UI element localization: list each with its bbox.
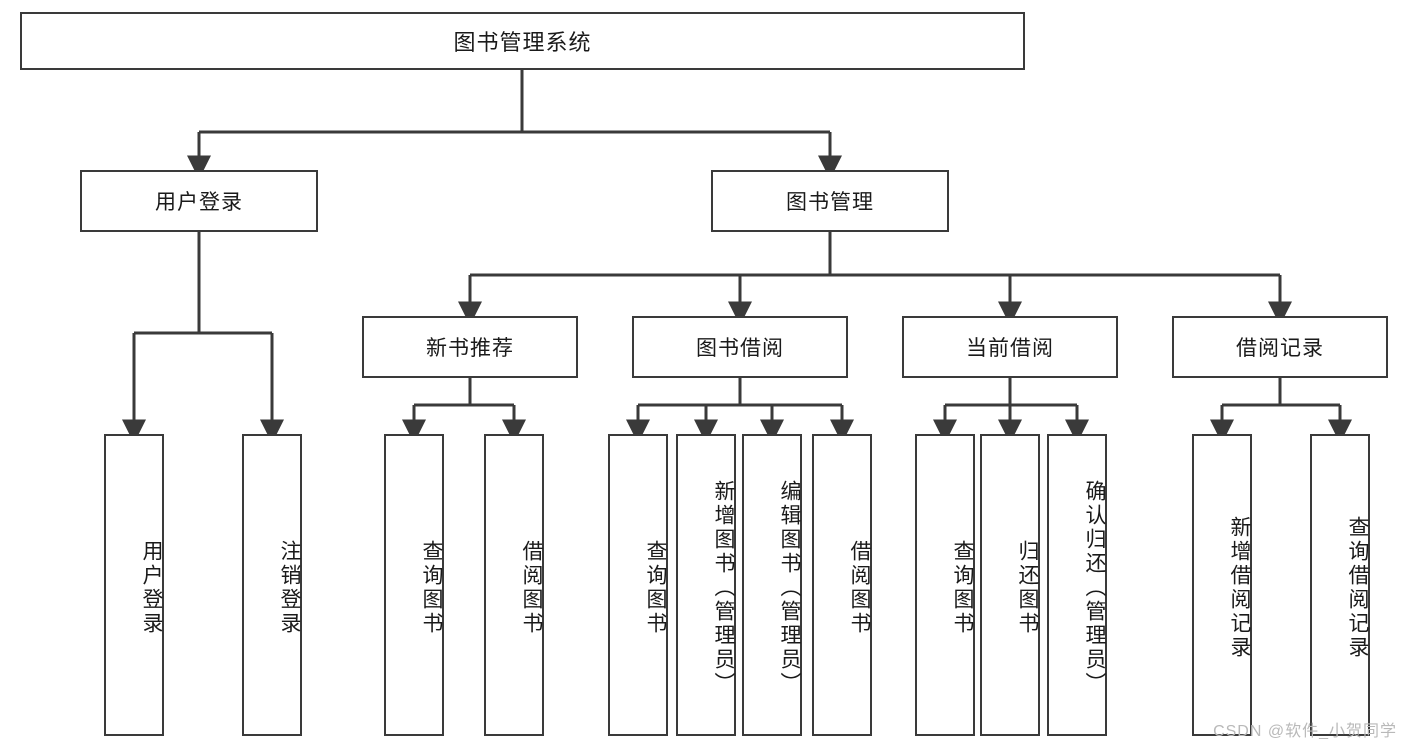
node-user-login[interactable]: 用户登录 — [80, 170, 318, 232]
node-root[interactable]: 图书管理系统 — [20, 12, 1025, 70]
leaf-add-book-admin[interactable]: 新增图书（管理员） — [676, 434, 736, 736]
leaf-label: 查询图书 — [951, 540, 974, 636]
leaf-label: 归还图书 — [1016, 540, 1039, 636]
leaf-label: 查询借阅记录 — [1346, 516, 1369, 660]
leaf-label: 注销登录 — [278, 540, 301, 636]
node-borrow-record[interactable]: 借阅记录 — [1172, 316, 1388, 378]
leaf-confirm-return-admin[interactable]: 确认归还（管理员） — [1047, 434, 1107, 736]
leaf-add-borrow-record[interactable]: 新增借阅记录 — [1192, 434, 1252, 736]
leaf-label: 借阅图书 — [848, 540, 871, 636]
node-book-management[interactable]: 图书管理 — [711, 170, 949, 232]
leaf-query-borrow-record[interactable]: 查询借阅记录 — [1310, 434, 1370, 736]
leaf-label: 新增借阅记录 — [1228, 516, 1251, 660]
node-new-book-recommend[interactable]: 新书推荐 — [362, 316, 578, 378]
leaf-user-login[interactable]: 用户登录 — [104, 434, 164, 736]
leaf-label: 查询图书 — [420, 540, 443, 636]
leaf-query-book-borrow[interactable]: 查询图书 — [608, 434, 668, 736]
leaf-label: 用户登录 — [140, 540, 163, 636]
leaf-label: 编辑图书（管理员） — [778, 480, 801, 696]
leaf-return-book[interactable]: 归还图书 — [980, 434, 1040, 736]
leaf-label: 新增图书（管理员） — [712, 480, 735, 696]
node-current-borrow[interactable]: 当前借阅 — [902, 316, 1118, 378]
leaf-label: 查询图书 — [644, 540, 667, 636]
leaf-edit-book-admin[interactable]: 编辑图书（管理员） — [742, 434, 802, 736]
leaf-borrow-book-recommend[interactable]: 借阅图书 — [484, 434, 544, 736]
leaf-borrow-book[interactable]: 借阅图书 — [812, 434, 872, 736]
leaf-query-book-current[interactable]: 查询图书 — [915, 434, 975, 736]
leaf-label: 确认归还（管理员） — [1083, 480, 1106, 696]
node-book-borrow[interactable]: 图书借阅 — [632, 316, 848, 378]
leaf-logout[interactable]: 注销登录 — [242, 434, 302, 736]
leaf-query-book-recommend[interactable]: 查询图书 — [384, 434, 444, 736]
leaf-label: 借阅图书 — [520, 540, 543, 636]
